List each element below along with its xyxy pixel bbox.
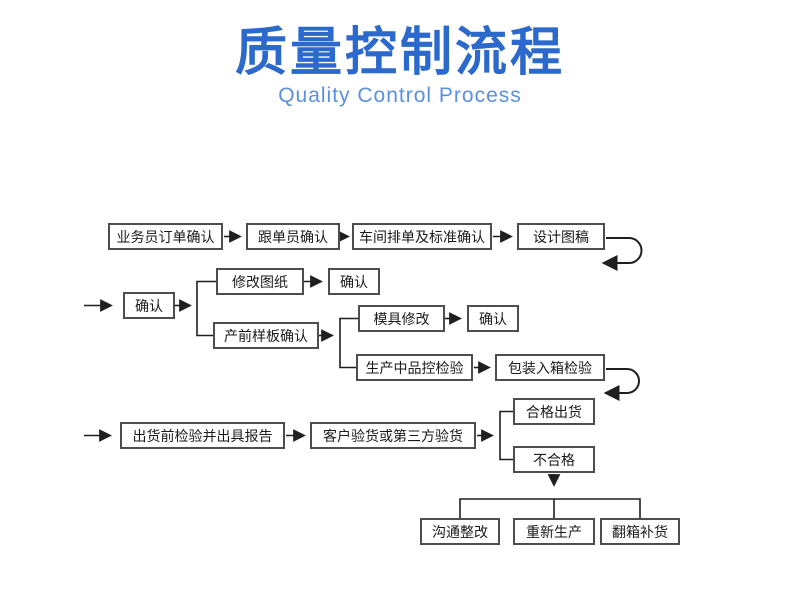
uturn-arrow-row2-wrap	[603, 368, 640, 401]
node-confirmation-1: 确认	[123, 292, 175, 319]
tree-connector-remedies	[459, 498, 641, 518]
node-confirmation-3: 确认	[467, 305, 519, 332]
node-pre-shipment-inspection-report: 出货前检验并出具报告	[120, 422, 285, 449]
node-merchandiser-confirmation: 跟单员确认	[246, 223, 340, 250]
node-customer-or-third-party-inspection: 客户验货或第三方验货	[310, 422, 476, 449]
node-revise-drawing: 修改图纸	[216, 268, 304, 295]
node-in-production-qc-inspection: 生产中品控检验	[356, 354, 473, 381]
node-salesman-order-confirmation: 业务员订单确认	[108, 223, 223, 250]
node-packing-box-inspection: 包装入箱检验	[495, 354, 605, 381]
node-unqualified: 不合格	[513, 446, 595, 473]
quality-control-flowchart: 业务员订单确认 跟单员确认 车间排单及标准确认 设计图稿 确认 修改图纸 确认 …	[0, 26, 800, 596]
page-subtitle: Quality Control Process	[278, 83, 522, 107]
node-repack-replenishment: 翻箱补货	[600, 518, 680, 545]
node-confirmation-2: 确认	[328, 268, 380, 295]
node-pre-production-sample-confirmation: 产前样板确认	[213, 322, 319, 349]
branch-bracket-inspection-result	[499, 410, 513, 461]
page-title: 质量控制流程	[234, 24, 565, 82]
node-design-draft: 设计图稿	[517, 223, 605, 250]
page-header: 质量控制流程 Quality Control Process	[0, 26, 800, 108]
node-qualified-shipment: 合格出货	[513, 398, 595, 425]
uturn-arrow-row1-wrap	[601, 237, 643, 271]
node-mold-modification: 模具修改	[358, 305, 445, 332]
node-workshop-scheduling-standard-confirmation: 车间排单及标准确认	[352, 223, 492, 250]
node-re-production: 重新生产	[513, 518, 595, 545]
node-communication-rectification: 沟通整改	[420, 518, 500, 545]
